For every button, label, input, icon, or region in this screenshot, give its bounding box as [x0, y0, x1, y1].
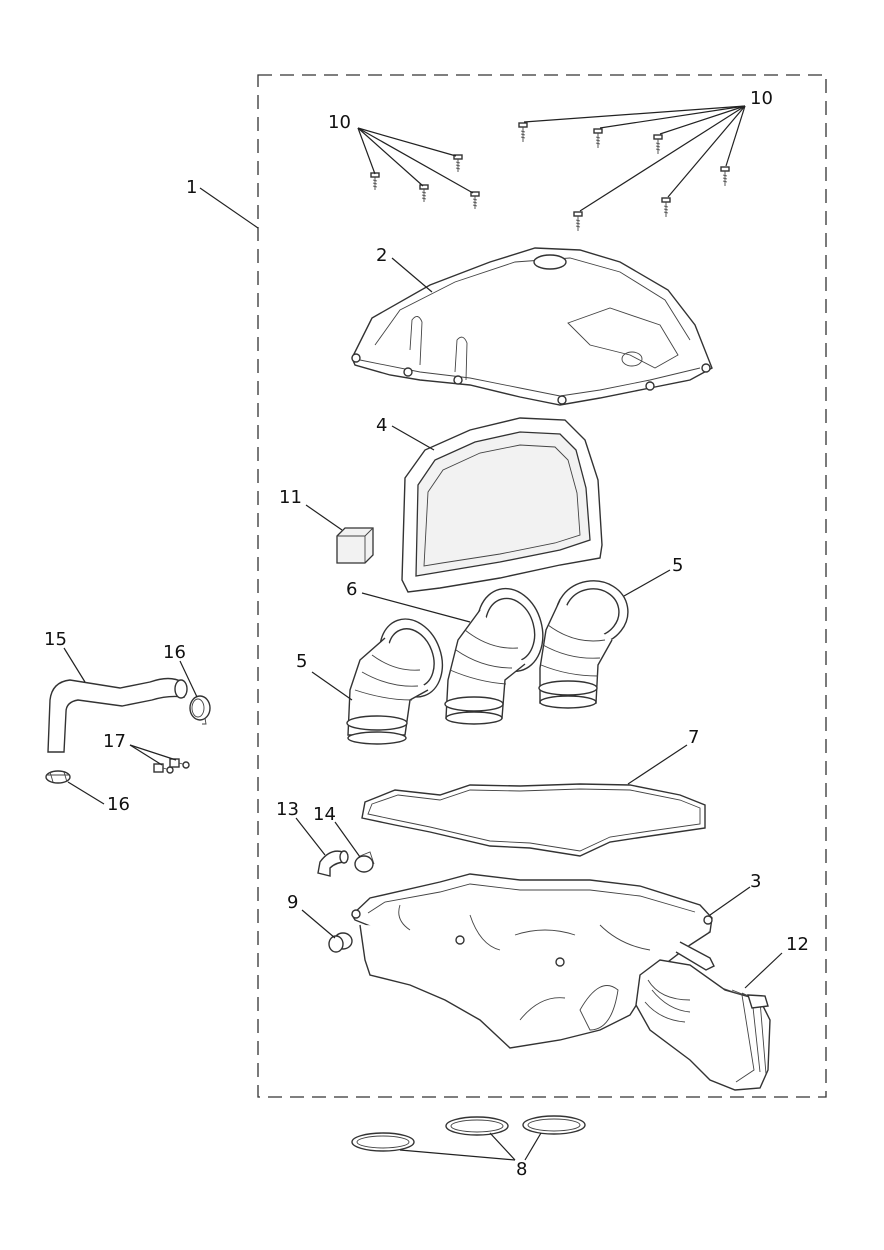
screws-right-group[interactable]: 10 — [518, 88, 773, 231]
label-16-lower: 16 — [107, 794, 130, 815]
label-16-upper: 16 — [163, 642, 186, 663]
label-12: 12 — [786, 934, 809, 955]
bolt — [153, 763, 174, 774]
o-rings[interactable]: 8 — [351, 1115, 586, 1180]
label-5-right: 5 — [672, 555, 683, 576]
screw — [593, 128, 603, 148]
label-2: 2 — [376, 245, 387, 266]
airbox-seal[interactable]: 7 — [361, 727, 706, 857]
assembly-boundary — [257, 74, 827, 1098]
screw — [419, 184, 429, 202]
screw — [470, 191, 480, 209]
callout-1[interactable]: 1 — [186, 177, 259, 229]
breather-hose[interactable]: 15 — [44, 629, 188, 753]
screw — [453, 154, 463, 172]
intake-trumpet-right[interactable]: 5 — [538, 555, 683, 709]
airbox-base[interactable]: 3 — [351, 871, 761, 1049]
intake-trumpet-middle[interactable]: 6 — [346, 579, 552, 725]
label-3: 3 — [750, 871, 761, 892]
bolts-17[interactable]: 17 — [103, 731, 190, 774]
label-13: 13 — [276, 799, 299, 820]
screw — [661, 197, 671, 217]
hose-clip-lower[interactable]: 16 — [45, 770, 130, 815]
screws-left-group[interactable]: 10 — [328, 112, 480, 209]
label-4: 4 — [376, 415, 387, 436]
screw — [573, 211, 583, 231]
elbow-hose[interactable]: 13 — [276, 799, 349, 877]
air-filter[interactable]: 4 — [376, 415, 603, 593]
label-6: 6 — [346, 579, 357, 600]
label-10-left: 10 — [328, 112, 351, 133]
label-1: 1 — [186, 177, 197, 198]
hose-clip-upper[interactable]: 16 — [163, 642, 211, 725]
screw — [720, 166, 730, 186]
screw — [653, 134, 663, 154]
hose-clip-small[interactable]: 14 — [313, 804, 375, 873]
bolt — [169, 758, 190, 769]
label-8: 8 — [516, 1159, 527, 1180]
label-15: 15 — [44, 629, 67, 650]
label-7: 7 — [688, 727, 699, 748]
label-17: 17 — [103, 731, 126, 752]
grommet[interactable]: 9 — [287, 892, 353, 953]
label-11: 11 — [279, 487, 302, 508]
label-5-left: 5 — [296, 651, 307, 672]
screw — [370, 172, 380, 190]
label-9: 9 — [287, 892, 298, 913]
airbox-lid[interactable]: 2 — [351, 245, 713, 406]
intake-trumpet-left[interactable]: 5 — [296, 610, 453, 745]
screw — [518, 122, 528, 142]
intake-duct[interactable]: 12 — [635, 934, 809, 1091]
label-14: 14 — [313, 804, 336, 825]
foam-block[interactable]: 11 — [279, 487, 374, 564]
label-10-right: 10 — [750, 88, 773, 109]
